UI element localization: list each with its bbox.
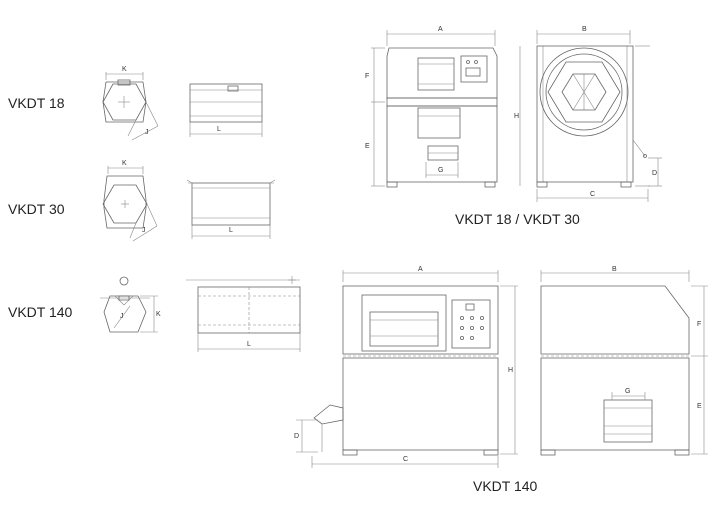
dim-label-f: F [365, 73, 369, 80]
dim-label-k-30: K [122, 160, 127, 167]
dim-label-j-140: J [120, 313, 124, 320]
dim-label-h-140: H [508, 367, 513, 374]
model-label-vkdt140: VKDT 140 [8, 304, 73, 320]
vkdt30-drum-end-view: K J [102, 160, 158, 242]
dim-label-g: G [438, 167, 443, 174]
vkdt140-drum-end-view: J K [100, 276, 161, 333]
dim-label-k-140: K [156, 311, 161, 318]
dim-label-a: A [438, 26, 443, 33]
dim-label-d: D [652, 170, 657, 177]
dim-label-e: E [365, 143, 370, 150]
vkdt18-30-front-view: A G F E [365, 26, 498, 188]
caption-vkdt18-30: VKDT 18 / VKDT 30 [455, 211, 580, 227]
dim-label-c-140: C [403, 456, 408, 463]
dim-label-c: C [590, 191, 595, 198]
dim-label-k: K [122, 66, 127, 73]
vkdt140-drum-side-view: L [186, 276, 301, 352]
dim-label-h: H [514, 113, 519, 120]
vkdt18-drum-side-view: L [189, 83, 263, 137]
dim-label-e-140: E [697, 403, 702, 410]
vkdt18-30-side-view: B C H D [514, 26, 662, 202]
dim-label-l-30: L [229, 227, 233, 234]
vkdt140-side-view: B G F E [540, 266, 708, 456]
caption-vkdt140: VKDT 140 [473, 478, 538, 494]
dim-label-f-140: F [697, 321, 701, 328]
model-label-vkdt30: VKDT 30 [8, 201, 65, 217]
vkdt18-drum-end-view: K J [102, 66, 159, 141]
model-label-vkdt18: VKDT 18 [8, 95, 65, 111]
dim-label-d-140: D [294, 433, 299, 440]
dim-label-b-140: B [612, 266, 617, 273]
dim-label-b: B [582, 26, 587, 33]
dim-label-j: J [145, 129, 149, 136]
dim-label-j-30: J [142, 227, 146, 234]
dim-label-g-140: G [625, 388, 630, 395]
dim-label-l-140: L [247, 341, 251, 348]
vkdt30-drum-side-view: L [186, 179, 276, 239]
dim-label-a-140: A [418, 266, 423, 273]
vkdt140-front-view: A D C H [294, 266, 518, 468]
dim-label-l: L [217, 126, 221, 133]
